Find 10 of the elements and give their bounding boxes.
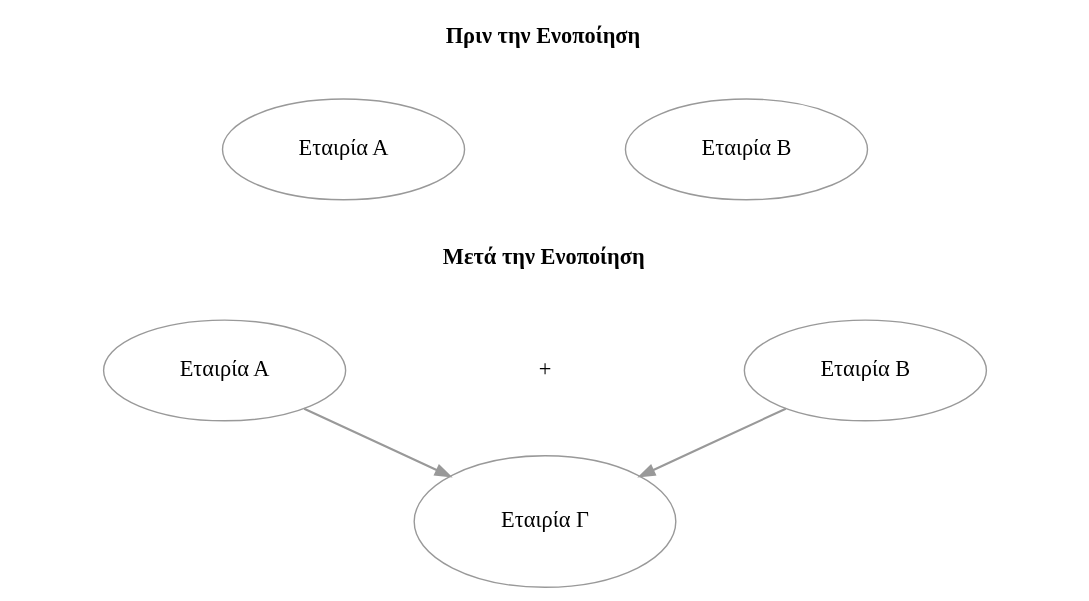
node-ellipse: Εταιρία Α — [221, 98, 465, 201]
node-ellipse: Εταιρία Γ — [413, 455, 676, 588]
node-ellipse: Εταιρία Β — [743, 319, 987, 422]
node-ellipse: Εταιρία Α — [102, 319, 346, 422]
arrow — [636, 407, 786, 478]
label: + — [538, 355, 551, 381]
arrow — [303, 407, 453, 478]
node-ellipse: Εταιρία Β — [624, 98, 868, 201]
label: Μετά την Ενοποίηση — [442, 243, 645, 269]
label: Πριν την Ενοποίηση — [445, 22, 640, 48]
